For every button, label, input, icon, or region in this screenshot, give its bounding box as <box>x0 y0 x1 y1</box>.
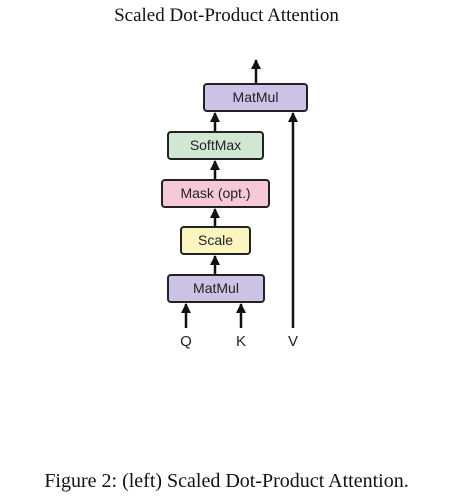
mask-box <box>161 179 270 208</box>
mask-label: Mask (opt.) <box>180 185 250 201</box>
softmax-block: SoftMax <box>167 131 264 160</box>
matmul-top-block: MatMul <box>203 83 308 112</box>
matmul-top-label: MatMul <box>233 89 279 105</box>
scale-label: Scale <box>198 232 233 248</box>
softmax-box <box>167 131 264 160</box>
input-k-label: K <box>236 333 246 350</box>
figure-caption: Figure 2: (left) Scaled Dot-Product Atte… <box>44 470 409 492</box>
mask-block: Mask (opt.) <box>161 179 270 208</box>
scale-block: Scale <box>180 226 251 255</box>
scale-box <box>180 226 251 255</box>
input-v-label: V <box>288 333 298 350</box>
matmul-top-box <box>203 83 308 112</box>
figure-title: Scaled Dot-Product Attention <box>114 5 339 26</box>
matmul-bottom-label: MatMul <box>193 280 239 296</box>
softmax-label: SoftMax <box>190 137 241 153</box>
matmul-bottom-box <box>167 274 265 303</box>
matmul-bottom-block: MatMul <box>167 274 265 303</box>
input-q-label: Q <box>180 333 192 350</box>
